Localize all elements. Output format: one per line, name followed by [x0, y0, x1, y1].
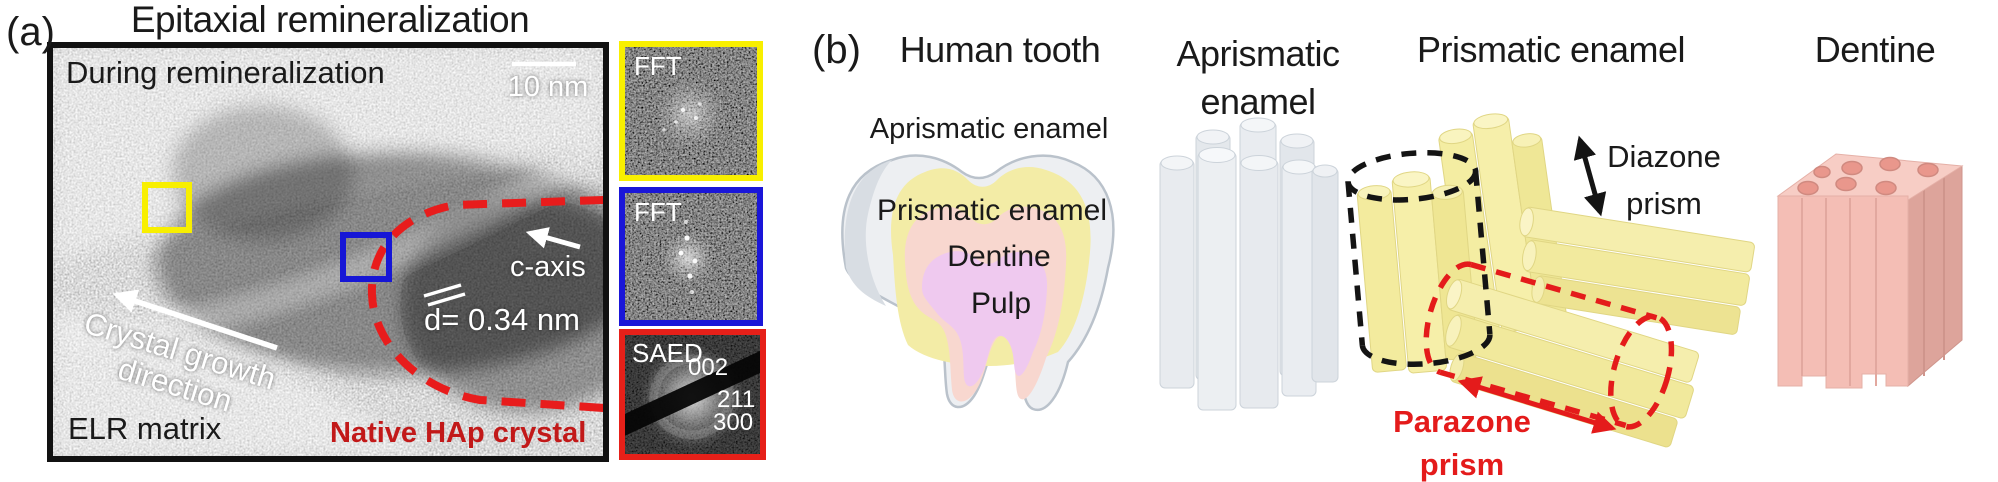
- saed-ring-300: 300: [713, 409, 754, 436]
- tem-annotations: [367, 196, 603, 412]
- fft-blue-frame: [619, 187, 763, 326]
- roi-box-yellow: [142, 182, 192, 233]
- panel-a-title: Epitaxial remineralization: [130, 0, 530, 40]
- heading-aprismatic-enamel: Aprismatic enamel: [1143, 30, 1373, 125]
- saed-frame: [619, 329, 766, 460]
- c-axis-label: c-axis: [510, 251, 586, 283]
- parazone-prism-label: Parazone prism: [1383, 401, 1541, 482]
- tooth-label-aprismatic: Aprismatic enamel: [869, 113, 1109, 145]
- dentine-block-illustration: [1776, 153, 1964, 389]
- heading-aprismatic-line2: enamel: [1200, 80, 1316, 122]
- d-spacing-label: d= 0.34 nm: [424, 302, 580, 337]
- heading-dentine: Dentine: [1814, 29, 1936, 70]
- roi-box-blue: [340, 232, 392, 282]
- tooth-label-dentine: Dentine: [947, 240, 1051, 273]
- parazone-label-line2: prism: [1419, 446, 1505, 482]
- fft-yellow-label: FFT: [634, 51, 682, 81]
- diazone-direction-arrow: [1573, 135, 1607, 217]
- dentine-block-front: [1777, 195, 1909, 389]
- saed-ring-002: 002: [688, 354, 729, 381]
- scale-bar-label: 10 nm: [507, 71, 589, 103]
- c-axis-arrow: [525, 227, 581, 250]
- parazone-direction-arrow: [1457, 376, 1617, 434]
- heading-aprismatic-line1: Aprismatic: [1176, 33, 1340, 74]
- fft-inset-blue: [619, 187, 763, 326]
- diazone-label-line2: prism: [1626, 186, 1702, 222]
- diazone-prism-outline: [1345, 150, 1493, 368]
- parazone-label-line1: Parazone: [1393, 404, 1531, 439]
- d-spacing-mark-2: [427, 292, 466, 307]
- fft-yellow-frame: [619, 41, 763, 181]
- elr-matrix-label: ELR matrix: [68, 411, 222, 446]
- fft-blue-label: FFT: [634, 197, 682, 227]
- saed-beam-stop: [622, 350, 762, 438]
- saed-inset-red: [619, 329, 766, 460]
- saed-label: SAED: [632, 338, 703, 368]
- fft-inset-yellow: [619, 41, 763, 181]
- tooth-pulp-region: [922, 251, 1048, 387]
- tooth-label-prismatic: Prismatic enamel: [876, 194, 1108, 227]
- panel-a-label: (a): [6, 10, 55, 54]
- native-hap-label: Native HAp crystal: [330, 417, 587, 449]
- native-hap-outline: [367, 196, 603, 412]
- panel-b-label: (b): [812, 28, 861, 72]
- heading-human-tooth: Human tooth: [899, 29, 1101, 70]
- tem-frame: [47, 42, 609, 462]
- aprismatic-enamel-illustration: [1159, 117, 1339, 411]
- saed-ring-211: 211: [717, 386, 756, 413]
- diazone-label-line1: Diazone: [1607, 139, 1721, 174]
- tem-status-label: During remineralization: [66, 55, 385, 90]
- crystal-growth-arrow: [112, 289, 278, 351]
- dentine-tubule-holes: [1797, 156, 1939, 196]
- heading-prismatic-enamel: Prismatic enamel: [1416, 29, 1686, 70]
- diazone-prism-label: Diazone prism: [1594, 133, 1734, 227]
- d-spacing-mark-1: [423, 283, 462, 298]
- tooth-side-shading: [844, 160, 892, 306]
- tem-micrograph: [47, 42, 609, 462]
- human-tooth-illustration: [841, 154, 1115, 412]
- tooth-label-pulp: Pulp: [970, 287, 1032, 320]
